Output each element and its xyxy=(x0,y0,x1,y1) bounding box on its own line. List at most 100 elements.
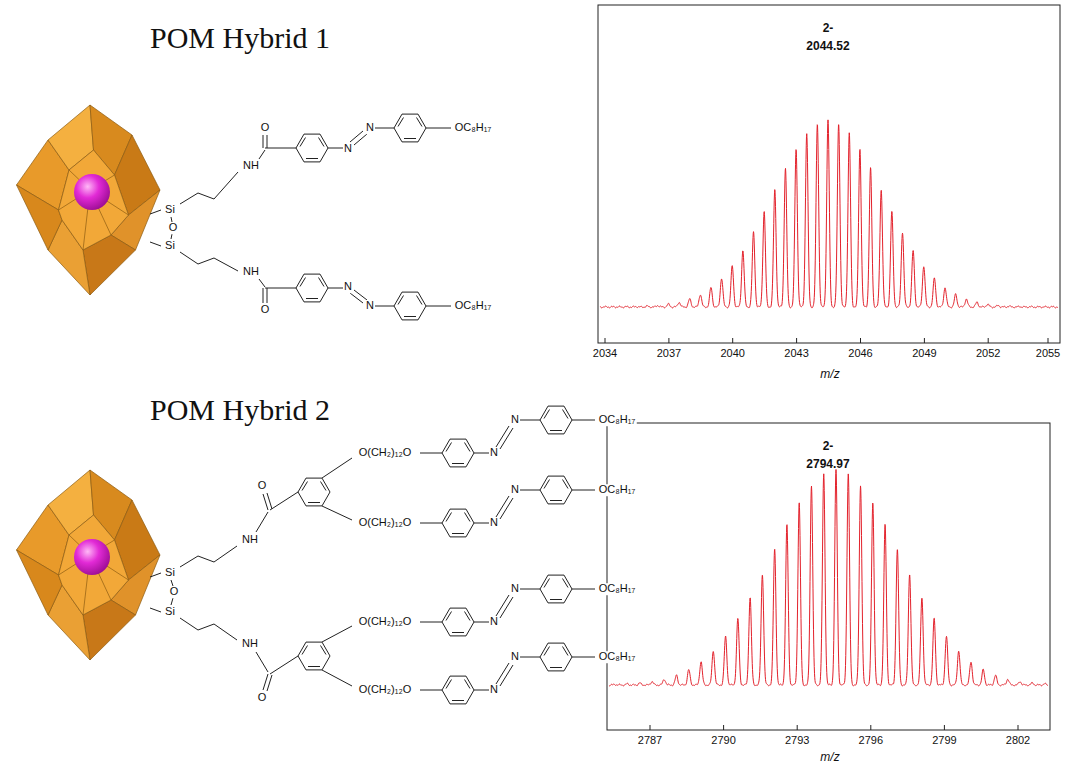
bond-lines xyxy=(150,114,451,320)
bond-lines xyxy=(265,288,296,289)
axis-tick-label: 2787 xyxy=(638,735,662,747)
atom-label: OC₈H₁₇ xyxy=(598,583,637,595)
pom-cluster xyxy=(17,70,161,295)
peak-annotation: 2- xyxy=(823,440,834,453)
bond-lines xyxy=(270,656,298,674)
bond-lines xyxy=(267,288,268,303)
bond-lines xyxy=(296,274,328,302)
peak-annotation: 2- xyxy=(823,22,834,35)
bond-lines xyxy=(322,458,352,478)
bond-lines xyxy=(322,506,352,520)
bond-lines xyxy=(150,210,161,214)
bond-lines xyxy=(296,134,328,162)
bond-lines xyxy=(420,643,595,704)
bond-lines xyxy=(267,135,268,148)
pom-cluster xyxy=(17,435,161,660)
peak-annotation: 2044.52 xyxy=(806,40,849,53)
bond-lines xyxy=(263,288,264,303)
axis-tick-label: 2802 xyxy=(1006,735,1030,747)
bond-lines xyxy=(328,288,343,289)
atom-label: Si xyxy=(164,240,176,252)
atom-label: N xyxy=(510,651,520,663)
atom-label: NH xyxy=(242,160,260,172)
atom-label: O xyxy=(169,586,180,598)
atom-label: N xyxy=(365,300,375,312)
mass-spectrum xyxy=(600,120,1058,730)
bond-lines xyxy=(350,293,363,303)
pom-cluster xyxy=(74,174,110,210)
bond-lines xyxy=(270,492,298,510)
atom-label: Si xyxy=(164,606,176,618)
atom-label: O(CH₂)₁₂O xyxy=(358,447,413,459)
bond-lines xyxy=(180,546,237,567)
bond-lines xyxy=(354,290,367,300)
atom-label: OC₈H₁₇ xyxy=(454,122,493,134)
bond-lines xyxy=(420,406,595,467)
panel-title: POM Hybrid 1 xyxy=(150,22,330,54)
bond-lines xyxy=(322,626,352,642)
atom-label: N xyxy=(489,447,499,459)
atom-label: OC₈H₁₇ xyxy=(598,651,637,663)
axis-tick xyxy=(1018,725,1019,730)
axis-tick xyxy=(944,725,945,730)
atom-label: N xyxy=(343,281,353,293)
atom-label: N xyxy=(489,517,499,529)
bond-lines xyxy=(298,478,330,506)
atom-label: Si xyxy=(164,204,176,216)
bond-lines xyxy=(263,494,268,510)
peak-annotation: 2794.97 xyxy=(806,458,849,471)
axis-tick xyxy=(924,338,925,343)
atom-label: N xyxy=(343,143,353,155)
atom-label: NH xyxy=(242,266,260,278)
bond-lines xyxy=(180,618,237,640)
axis-tick-label: 2034 xyxy=(593,348,617,360)
bond-lines xyxy=(394,292,426,320)
atom-label: N xyxy=(489,684,499,696)
axis-tick-label: 2052 xyxy=(976,348,1000,360)
atom-label: OC₈H₁₇ xyxy=(454,300,493,312)
atom-label: N xyxy=(510,414,520,426)
isotope-pattern xyxy=(609,469,1048,686)
pom-cluster xyxy=(17,435,161,660)
spectrum-frame xyxy=(598,5,1060,343)
axis-tick-label: 2796 xyxy=(859,735,883,747)
axis-tick xyxy=(723,725,724,730)
bond-lines xyxy=(171,598,173,605)
bond-lines xyxy=(322,670,352,686)
atom-label: OC₈H₁₇ xyxy=(598,484,637,496)
bond-lines xyxy=(259,150,265,159)
axis-tick-label: 2793 xyxy=(785,735,809,747)
bond-lines xyxy=(420,575,595,636)
atom-label: O(CH₂)₁₂O xyxy=(358,616,413,628)
atom-label: O xyxy=(257,692,268,704)
axis-tick-label: 2037 xyxy=(657,348,681,360)
bond-lines xyxy=(256,652,268,672)
atom-label: O xyxy=(260,304,271,316)
bond-lines xyxy=(150,608,161,612)
axis-tick xyxy=(650,725,651,730)
bond-lines xyxy=(265,148,296,149)
axis-tick-label: 2055 xyxy=(1036,348,1060,360)
atom-label: O xyxy=(257,480,268,492)
bond-lines xyxy=(256,512,268,532)
atom-label: O xyxy=(260,122,271,134)
axis-tick xyxy=(668,338,669,343)
axis-tick xyxy=(988,338,989,343)
spectrum-frame xyxy=(607,423,1050,730)
axis-tick-label: 2040 xyxy=(720,348,744,360)
atom-label: NH xyxy=(241,638,259,650)
axis-tick xyxy=(797,725,798,730)
bond-lines xyxy=(171,234,172,239)
atom-label: N xyxy=(510,583,520,595)
bond-lines xyxy=(263,135,264,148)
atom-label: N xyxy=(510,484,520,496)
axis-tick xyxy=(796,338,797,343)
axis-title: m/z xyxy=(820,368,839,381)
isotope-pattern xyxy=(600,120,1058,308)
bond-lines xyxy=(394,114,426,142)
atom-label: NH xyxy=(241,534,259,546)
axis-tick xyxy=(860,338,861,343)
axis-tick-label: 2799 xyxy=(932,735,956,747)
